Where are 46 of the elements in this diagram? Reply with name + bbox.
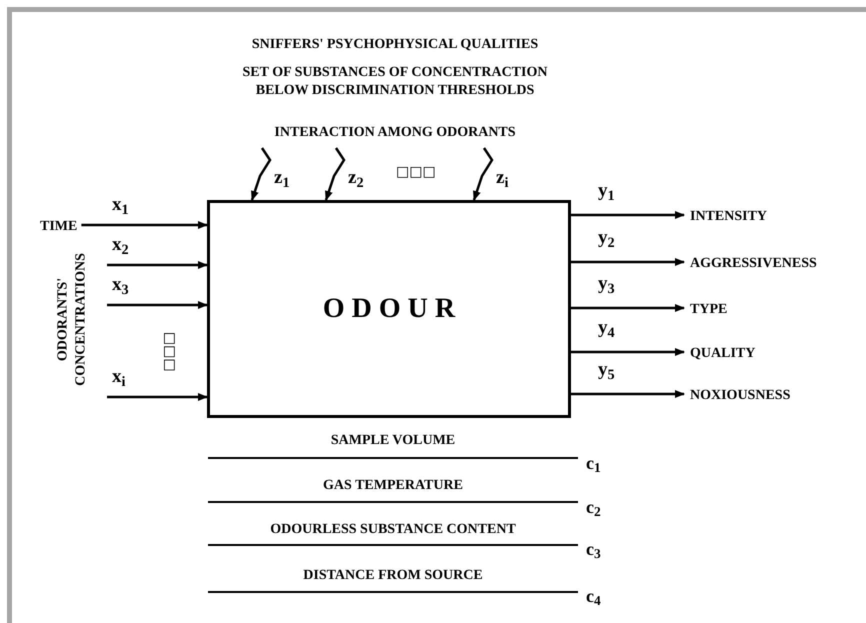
output-label: NOXIOUSNESS — [690, 387, 790, 405]
edge-label: x$_{3}$ — [112, 275, 129, 294]
output-label: AGGRESSIVENESS — [690, 255, 817, 273]
output-label: TIME — [40, 218, 78, 236]
edge-label: y$_{2}$ — [598, 228, 615, 247]
arrow — [472, 147, 494, 201]
note-text: SNIFFERS' PSYCHOPHYSICAL QUALITIES — [250, 36, 540, 54]
box-title: O D O U R — [322, 292, 456, 326]
edge-label: x$_{1}$ — [112, 195, 129, 214]
edge-label: y$_{4}$ — [598, 318, 615, 337]
note-text: c$_{1}$ — [586, 452, 601, 474]
arrow — [571, 211, 685, 219]
arrow — [81, 221, 208, 229]
note-text: c$_{2}$ — [586, 496, 601, 518]
note-text: c$_{4}$ — [586, 585, 601, 608]
note-text: INTERACTION AMONG ODORANTS — [273, 124, 517, 142]
note-text: SAMPLE VOLUME — [330, 432, 456, 450]
edge-label: z$_{2}$ — [348, 168, 364, 187]
arrow — [250, 147, 272, 201]
note-text: DISTANCE FROM SOURCE — [302, 567, 484, 584]
output-label: QUALITY — [690, 345, 756, 363]
arrow — [107, 393, 208, 401]
edge-label: x$_{i}$ — [112, 367, 126, 386]
arrow — [571, 304, 685, 312]
edge-label: x$_{2}$ — [112, 235, 129, 254]
note-text: ODORANTS' CONCENTRATIONS — [54, 252, 89, 388]
output-label: TYPE — [690, 301, 728, 319]
note-text: □□□ — [161, 332, 178, 372]
note-text: SET OF SUBSTANCES OF CONCENTRACTION BELOW DISCRIMINATION THRESHOLDS — [242, 64, 548, 99]
edge-label: z$_{1}$ — [274, 168, 290, 187]
output-label: INTENSITY — [690, 208, 768, 226]
edge-label: y$_{5}$ — [598, 360, 615, 379]
note-text: □□□ — [396, 164, 436, 182]
edge-label: z$_{i}$ — [496, 168, 508, 187]
edge-label: y$_{1}$ — [598, 181, 615, 200]
arrow — [571, 348, 685, 356]
note-text: c$_{3}$ — [586, 538, 601, 560]
arrow — [571, 258, 685, 266]
arrow — [107, 261, 208, 269]
process-box — [207, 200, 571, 418]
note-text: ODOURLESS SUBSTANCE CONTENT — [269, 521, 517, 538]
note-text: GAS TEMPERATURE — [322, 477, 464, 494]
arrow — [571, 390, 685, 398]
arrow — [324, 147, 346, 201]
arrow — [107, 301, 208, 309]
edge-label: y$_{3}$ — [598, 274, 615, 293]
